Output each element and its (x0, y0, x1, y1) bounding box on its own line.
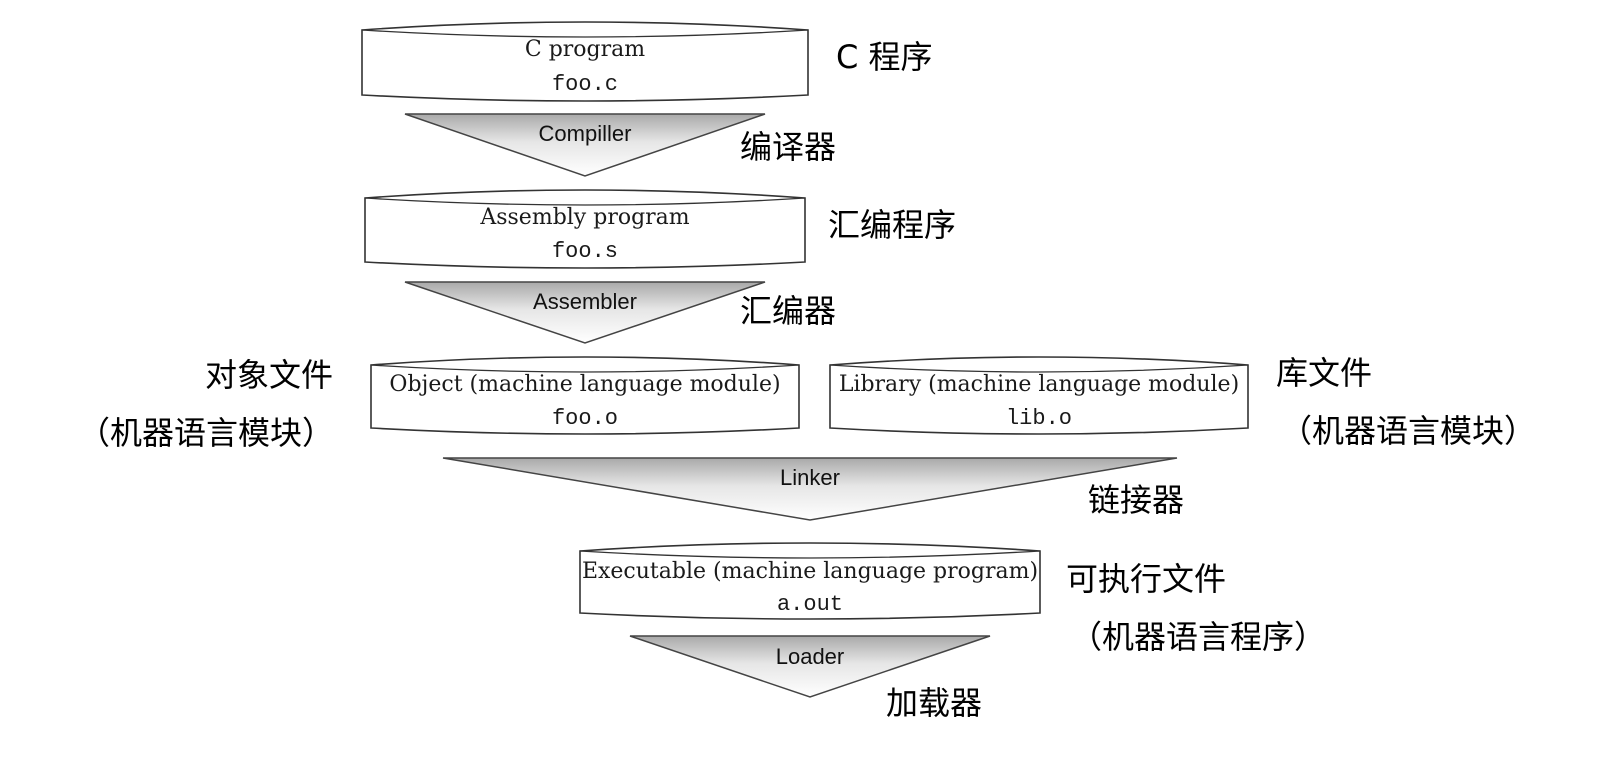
executable-cn-label: 可执行文件 (1066, 560, 1226, 598)
object-cn-sublabel: （机器语言模块） (78, 414, 334, 452)
assembler-cn-label: 汇编器 (740, 292, 836, 330)
executable-box: Executable (machine language program) a.… (579, 542, 1041, 620)
loader-label: Loader (776, 644, 845, 669)
assembler-funnel: Assembler (404, 281, 766, 344)
compiler-cn-label: 编译器 (740, 128, 836, 166)
object-file: foo.o (552, 406, 618, 431)
linker-label: Linker (780, 465, 840, 490)
object-box: Object (machine language module) foo.o (370, 356, 800, 435)
library-title: Library (machine language module) (839, 372, 1239, 397)
library-file: lib.o (1006, 406, 1072, 431)
executable-cn-sublabel: （机器语言程序） (1070, 618, 1326, 656)
compiler-funnel: Compiller (404, 113, 766, 177)
linker-cn-label: 链接器 (1088, 481, 1184, 519)
linker-funnel: Linker (442, 457, 1178, 521)
library-box: Library (machine language module) lib.o (829, 356, 1249, 435)
c-program-cn-label: C 程序 (836, 38, 933, 76)
loader-funnel: Loader (629, 635, 991, 698)
object-title: Object (machine language module) (389, 372, 780, 397)
assembly-program-cn-label: 汇编程序 (828, 206, 956, 244)
library-cn-label: 库文件 (1276, 354, 1372, 392)
assembly-program-box: Assembly program foo.s (364, 189, 806, 269)
c-program-file: foo.c (552, 72, 618, 97)
assembly-program-file: foo.s (552, 239, 618, 264)
executable-file: a.out (777, 592, 843, 617)
c-program-title: C program (525, 37, 645, 62)
assembly-program-title: Assembly program (479, 205, 689, 230)
c-program-box: C program foo.c (361, 21, 809, 102)
executable-title: Executable (machine language program) (582, 559, 1038, 584)
object-cn-label: 对象文件 (205, 356, 333, 394)
assembler-label: Assembler (533, 289, 637, 314)
library-cn-sublabel: （机器语言模块） (1280, 412, 1536, 450)
compiler-label: Compiller (539, 121, 632, 146)
loader-cn-label: 加载器 (886, 684, 982, 722)
